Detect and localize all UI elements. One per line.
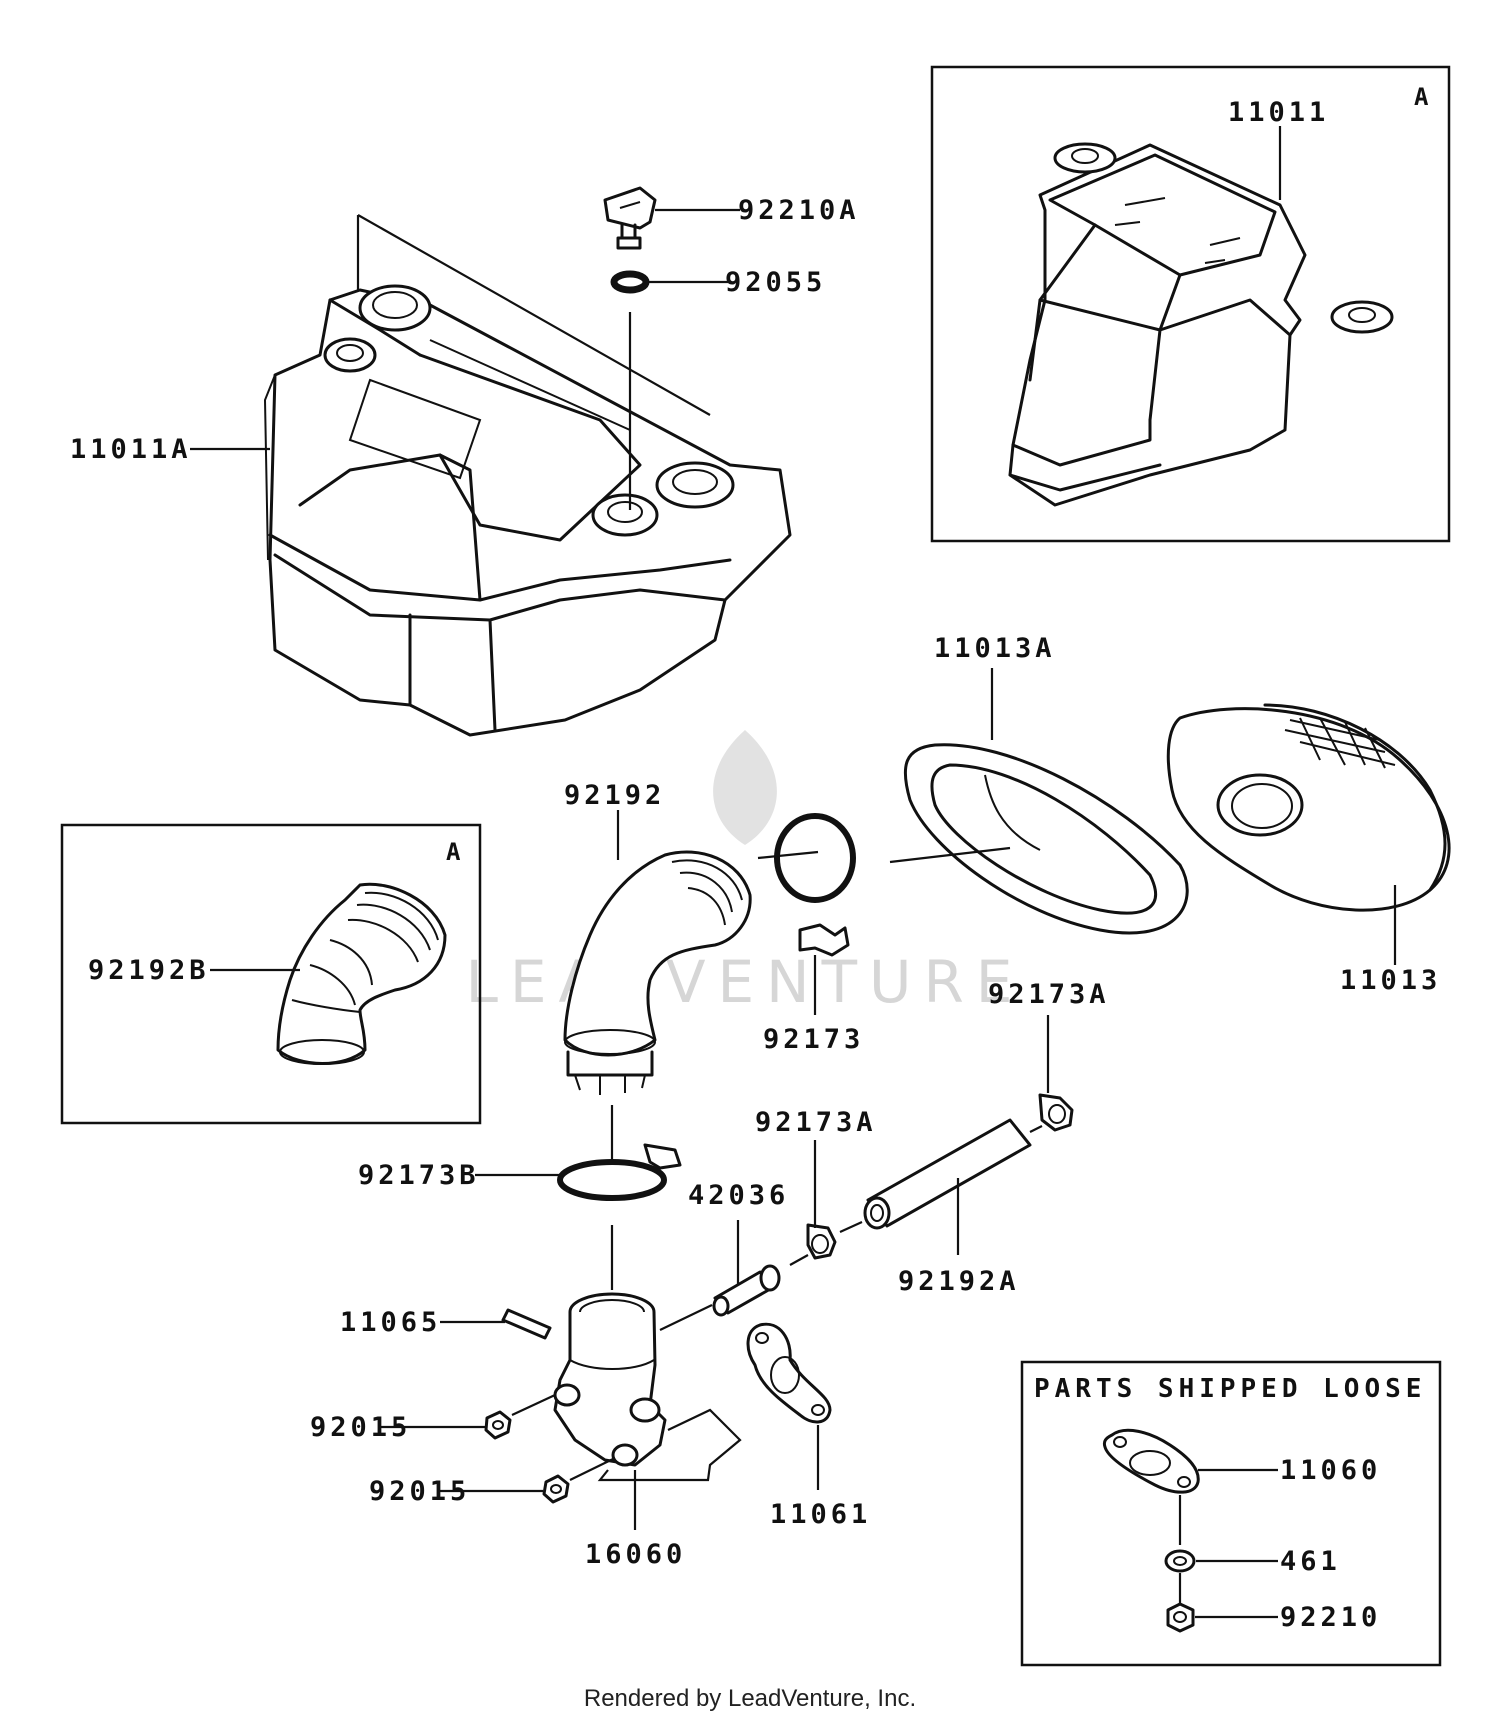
nut-92210 xyxy=(1166,1602,1195,1633)
air-cleaner-housing-11011A xyxy=(263,284,792,737)
nut-92015-b xyxy=(542,1474,570,1504)
intake-pipe-16060 xyxy=(553,1292,667,1467)
footer-credit: Rendered by LeadVenture, Inc. xyxy=(583,1685,917,1712)
hose-clamp-92173B xyxy=(557,1143,682,1201)
inset-a-left-letter: A xyxy=(446,838,461,866)
label-92192: 92192 xyxy=(564,780,665,811)
label-92015-a: 92015 xyxy=(310,1412,411,1443)
inset-a-top: A 11011 xyxy=(930,65,1451,543)
watermark-text: LEADVENTURE xyxy=(466,948,1025,1016)
leader-elbow-to-clamp xyxy=(757,850,819,860)
leader-housing-top xyxy=(356,214,711,416)
hose-clip-92173A-upper xyxy=(1038,1093,1074,1132)
label-42036: 42036 xyxy=(688,1180,789,1211)
leader-breather-to-pipe xyxy=(659,1304,713,1331)
label-461: 461 xyxy=(1280,1546,1341,1577)
label-11065: 11065 xyxy=(340,1307,441,1338)
inset-a-left-frame xyxy=(60,823,482,1125)
hose-clamp-92173 xyxy=(774,813,856,957)
label-16060: 16060 xyxy=(585,1539,686,1570)
label-11011A: 11011A xyxy=(70,434,192,465)
nut-92015-a xyxy=(484,1410,512,1440)
label-92173: 92173 xyxy=(763,1024,864,1055)
leader-nut-a-to-pipe xyxy=(511,1394,556,1416)
leader-clip-to-hose xyxy=(839,1220,863,1234)
breather-hose-92192A xyxy=(863,1118,1032,1230)
pre-cleaner-11013A xyxy=(903,743,1189,935)
leader-nut-b-to-pipe xyxy=(569,1457,616,1481)
breather-pipe-42036 xyxy=(712,1264,781,1317)
watermark-flame-icon xyxy=(713,730,777,845)
gasket-11061 xyxy=(746,1322,832,1424)
lock-washer-461 xyxy=(1164,1549,1196,1573)
label-92173B: 92173B xyxy=(358,1160,480,1191)
leader-breather-to-clip xyxy=(789,1254,809,1266)
inset-a-left: A 92192B xyxy=(60,823,482,1125)
air-cleaner-cover-11011 xyxy=(1008,142,1394,507)
parts-shipped-loose-box: PARTS SHIPPED LOOSE 11060 461 92210 xyxy=(1020,1360,1442,1667)
gasket-11060 xyxy=(1102,1428,1200,1494)
label-11013A: 11013A xyxy=(934,633,1056,664)
washer-92055 xyxy=(610,270,650,294)
inset-a-letter: A xyxy=(1414,83,1429,111)
label-92055: 92055 xyxy=(725,267,826,298)
label-92173A-top: 92173A xyxy=(988,979,1110,1010)
label-92210A: 92210A xyxy=(738,195,860,226)
wing-bolt-92210A xyxy=(603,186,657,250)
label-92210: 92210 xyxy=(1280,1602,1381,1633)
hose-clip-92173A-lower xyxy=(806,1223,837,1260)
filter-element-11013 xyxy=(1166,703,1451,912)
label-92192A: 92192A xyxy=(898,1266,1020,1297)
label-92173A-mid: 92173A xyxy=(755,1107,877,1138)
label-11013: 11013 xyxy=(1340,965,1441,996)
label-92192B: 92192B xyxy=(88,955,210,986)
elbow-hose-92192B xyxy=(276,882,447,1065)
loose-box-title: PARTS SHIPPED LOOSE xyxy=(1034,1374,1426,1404)
label-92015-b: 92015 xyxy=(369,1476,470,1507)
dowel-pin-11065 xyxy=(501,1308,552,1340)
leader-filter-connect xyxy=(889,846,1011,864)
label-11060: 11060 xyxy=(1280,1455,1381,1486)
elbow-hose-92192 xyxy=(563,850,752,1095)
loose-box-frame xyxy=(1020,1360,1442,1667)
label-11011: 11011 xyxy=(1228,97,1329,128)
label-11061: 11061 xyxy=(770,1499,871,1530)
watermark: LEADVENTURE xyxy=(466,730,1025,1016)
leader-gasket-to-pipe xyxy=(597,1408,742,1482)
inset-a-frame xyxy=(930,65,1451,543)
leader-hose-to-clip xyxy=(1029,1125,1043,1133)
